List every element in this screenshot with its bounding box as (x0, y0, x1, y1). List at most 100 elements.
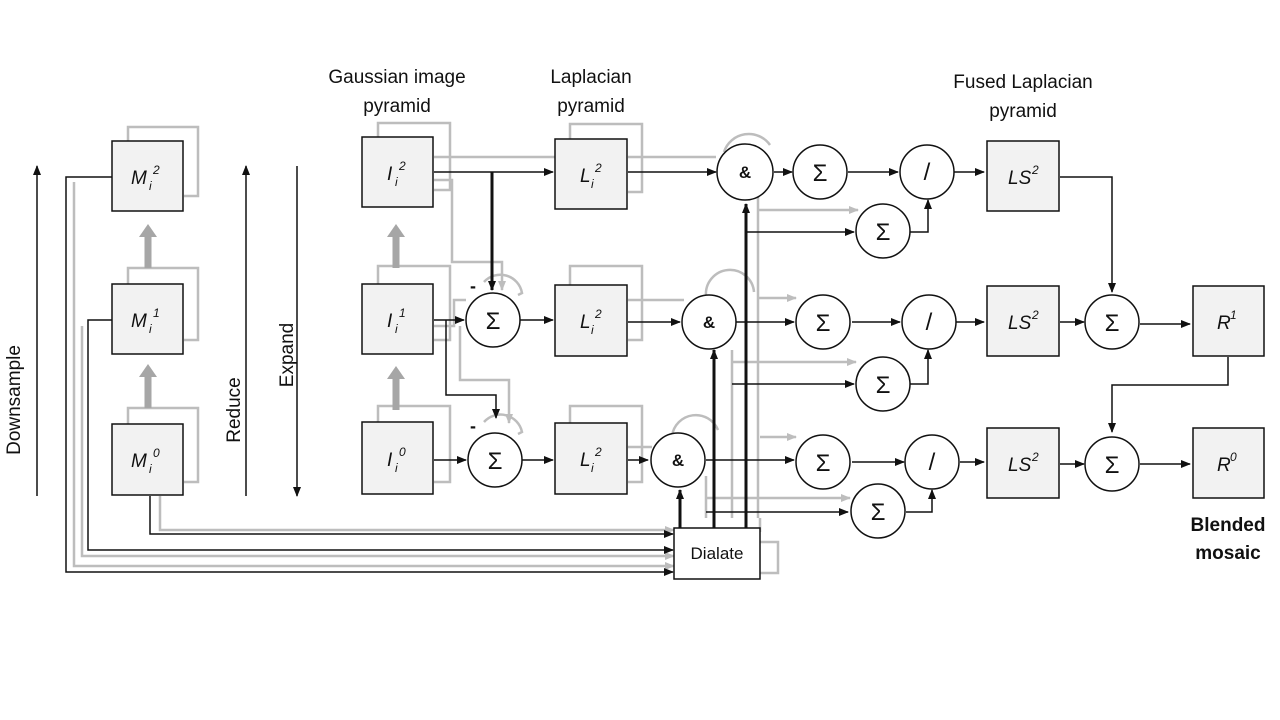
mask-pyramid: M i 2 M i 1 M i 0 (111, 140, 184, 496)
sum-symbol: Σ (871, 499, 886, 526)
image-box-level-0: I i 0 (361, 421, 434, 495)
divide-symbol: / (926, 309, 933, 336)
fused-2-base: LS (1008, 168, 1032, 189)
divide-symbol: / (929, 449, 936, 476)
fused-2-sup: 2 (1031, 163, 1039, 177)
image-2-base: I (387, 164, 393, 185)
laplacian-1-base: L (580, 312, 591, 333)
result-1-sup: 1 (1230, 308, 1237, 322)
result-boxes: R 1 R 0 Blended mosaic (1191, 285, 1266, 564)
fused-0-base: LS (1008, 455, 1032, 476)
sum-symbol: Σ (813, 160, 828, 187)
downsample-label: Downsample (4, 345, 25, 455)
mask-1-sub: i (149, 322, 152, 336)
expand-label: Expand (277, 323, 298, 387)
sum-node-subtract-level-0: Σ - (467, 416, 523, 488)
and-symbol: & (739, 163, 751, 182)
denominator-sum-level-1: Σ (855, 356, 911, 412)
laplacian-header-line2: pyramid (557, 96, 625, 117)
laplacian-box-level-2: L i 2 (554, 138, 628, 210)
image-0-base: I (387, 450, 393, 471)
primary-connections (33, 165, 1229, 576)
gaussian-pyramid: I i 2 I i 1 I i 0 (361, 136, 434, 495)
sum-symbol: Σ (876, 219, 891, 246)
fused-laplacian-pyramid: LS 2 LS 2 LS 2 (986, 140, 1060, 499)
gaussian-header-line2: pyramid (363, 96, 431, 117)
sum-symbol: Σ (488, 448, 503, 475)
image-box-level-2: I i 2 (361, 136, 434, 208)
side-labels: Downsample Reduce Expand (4, 323, 298, 455)
laplacian-2-sup: 2 (594, 161, 602, 175)
laplacian-2-base: L (580, 166, 591, 187)
mask-0-sup: 0 (153, 446, 160, 460)
result-0-sup: 0 (1230, 450, 1237, 464)
laplacian-box-level-0: L i 2 (554, 422, 628, 495)
denominator-sum-level-0: Σ (850, 483, 906, 539)
image-box-level-1: I i 1 (361, 283, 434, 355)
fused-box-level-1: LS 2 (986, 285, 1060, 357)
sum-node-subtract-level-1: Σ - (465, 276, 521, 348)
and-node-level-1: & (681, 294, 737, 350)
dilate-box: Dialate (673, 527, 761, 580)
mask-box-level-1: M i 1 (111, 283, 184, 355)
svg-text:M: M (131, 451, 147, 472)
reconstruct-sum-level-0: Σ (1084, 436, 1140, 492)
laplacian-0-sup: 2 (594, 445, 602, 459)
divide-node-level-2: / (899, 144, 955, 200)
and-node-level-0: & (650, 432, 706, 488)
and-symbol: & (672, 451, 684, 470)
divide-symbol: / (924, 159, 931, 186)
fused-box-level-0: LS 2 (986, 427, 1060, 499)
laplacian-0-base: L (580, 450, 591, 471)
divide-node-level-1: / (901, 294, 957, 350)
numerator-sum-level-0: Σ (795, 434, 851, 490)
minus-sign: - (470, 276, 476, 296)
laplacian-header-line1: Laplacian (550, 67, 631, 88)
sum-symbol: Σ (1105, 452, 1120, 479)
image-2-sub: i (395, 175, 398, 189)
fused-header-line2: pyramid (989, 101, 1057, 122)
pyramid-headers: Gaussian image pyramid Laplacian pyramid… (328, 67, 1092, 122)
fused-box-level-2: LS 2 (986, 140, 1060, 212)
operators: Σ - Σ - & & & Σ Σ (465, 143, 1140, 539)
image-1-sup: 1 (399, 306, 406, 320)
dilate-label: Dialate (691, 544, 744, 563)
divide-node-level-0: / (904, 434, 960, 490)
fused-header-line1: Fused Laplacian (953, 72, 1092, 93)
image-0-sub: i (395, 461, 398, 475)
fused-1-sup: 2 (1031, 308, 1039, 322)
mask-2-sup: 2 (152, 163, 160, 177)
svg-text:M: M (131, 168, 147, 189)
laplacian-1-sub: i (591, 323, 594, 337)
sum-symbol: Σ (486, 308, 501, 335)
gaussian-header-line1: Gaussian image (328, 67, 465, 88)
numerator-sum-level-1: Σ (795, 294, 851, 350)
sum-symbol: Σ (816, 450, 831, 477)
laplacian-0-sub: i (591, 461, 594, 475)
and-node-level-2: & (716, 143, 774, 201)
output-caption-line1: Blended (1191, 515, 1266, 536)
image-0-sup: 0 (399, 445, 406, 459)
mask-0-base: M (131, 451, 147, 472)
mask-box-level-2: M i 2 (111, 140, 184, 212)
sum-symbol: Σ (1105, 310, 1120, 337)
fused-0-sup: 2 (1031, 450, 1039, 464)
image-2-sup: 2 (398, 159, 406, 173)
sum-symbol: Σ (816, 310, 831, 337)
laplacian-pyramid: L i 2 L i 2 L i 2 (554, 138, 628, 495)
reduce-label: Reduce (224, 377, 245, 443)
mask-1-sup: 1 (153, 306, 160, 320)
denominator-sum-level-2: Σ (855, 203, 911, 259)
result-0-base: R (1217, 455, 1231, 476)
and-symbol: & (703, 313, 715, 332)
result-box-level-1: R 1 (1192, 285, 1265, 357)
svg-text:M: M (131, 311, 147, 332)
laplacian-1-sup: 2 (594, 307, 602, 321)
laplacian-2-sub: i (591, 177, 594, 191)
mask-2-base: M (131, 168, 147, 189)
laplacian-box-level-1: L i 2 (554, 284, 628, 357)
secondary-connections (72, 121, 859, 575)
reconstruct-sum-level-1: Σ (1084, 294, 1140, 350)
mask-0-sub: i (149, 462, 152, 476)
